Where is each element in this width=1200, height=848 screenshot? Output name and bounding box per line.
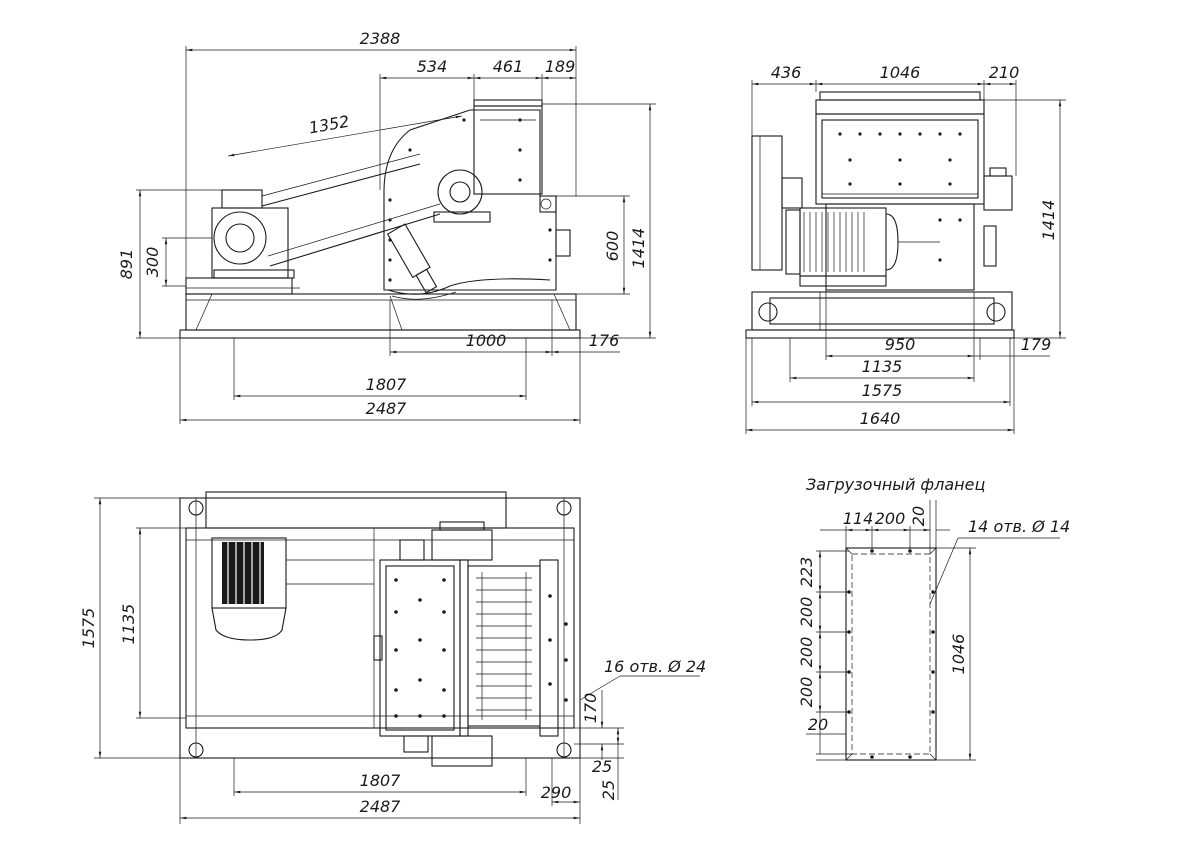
dim-461: 461 — [493, 57, 524, 76]
dim-600: 600 — [603, 231, 622, 262]
flange-dim-114: 114 — [843, 509, 874, 528]
dim-1046-front: 1046 — [880, 63, 921, 82]
flange-title: Загрузочный фланец — [806, 475, 985, 494]
holes-note-plan: 16 отв. Ø 24 — [604, 657, 706, 676]
front-view: 436 1046 210 1414 950 179 1135 1575 1640 — [745, 63, 1066, 434]
dim-25-b: 25 — [599, 780, 618, 800]
flange-dim-20-bottom: 20 — [808, 715, 828, 734]
dim-25-a: 25 — [592, 757, 612, 776]
dim-1135-front: 1135 — [862, 357, 903, 376]
dim-950: 950 — [885, 335, 916, 354]
holes-note-flange: 14 отв. Ø 14 — [968, 517, 1070, 536]
dim-1352: 1352 — [307, 112, 350, 138]
dim-179: 179 — [1021, 335, 1052, 354]
flange-dim-1046: 1046 — [949, 634, 968, 675]
dim-1575-front: 1575 — [862, 381, 903, 400]
loading-flange: Загрузочный фланец — [797, 475, 1070, 761]
dim-2388: 2388 — [360, 29, 401, 48]
flange-dim-200-top: 200 — [875, 509, 906, 528]
dim-1575-plan: 1575 — [79, 608, 98, 649]
dim-891: 891 — [117, 249, 136, 280]
flange-dim-200-c: 200 — [797, 677, 816, 708]
dim-1414-side: 1414 — [629, 228, 648, 269]
dim-210: 210 — [989, 63, 1020, 82]
dim-436: 436 — [771, 63, 802, 82]
dim-1807-plan: 1807 — [360, 771, 402, 790]
dim-1807-side: 1807 — [366, 375, 408, 394]
dim-170: 170 — [581, 693, 600, 724]
dim-290: 290 — [541, 783, 572, 802]
dim-1000: 1000 — [466, 331, 507, 350]
dim-1414-front: 1414 — [1039, 200, 1058, 241]
dim-2487-side: 2487 — [366, 399, 408, 418]
flange-dim-200-b: 200 — [797, 637, 816, 668]
dim-189: 189 — [545, 57, 576, 76]
dim-1135-plan: 1135 — [119, 604, 138, 645]
dim-1640: 1640 — [860, 409, 901, 428]
dim-300: 300 — [143, 247, 162, 278]
flange-dim-20-top: 20 — [909, 506, 928, 526]
dim-534: 534 — [417, 57, 448, 76]
flange-dim-223: 223 — [797, 557, 816, 588]
dim-176: 176 — [589, 331, 620, 350]
dim-2487-plan: 2487 — [360, 797, 402, 816]
side-view: 2388 534 461 189 1352 891 300 600 1414 1… — [117, 29, 656, 424]
plan-view: 1575 1135 16 отв. Ø 24 170 25 25 290 180… — [79, 491, 706, 824]
flange-dim-200-a: 200 — [797, 597, 816, 628]
